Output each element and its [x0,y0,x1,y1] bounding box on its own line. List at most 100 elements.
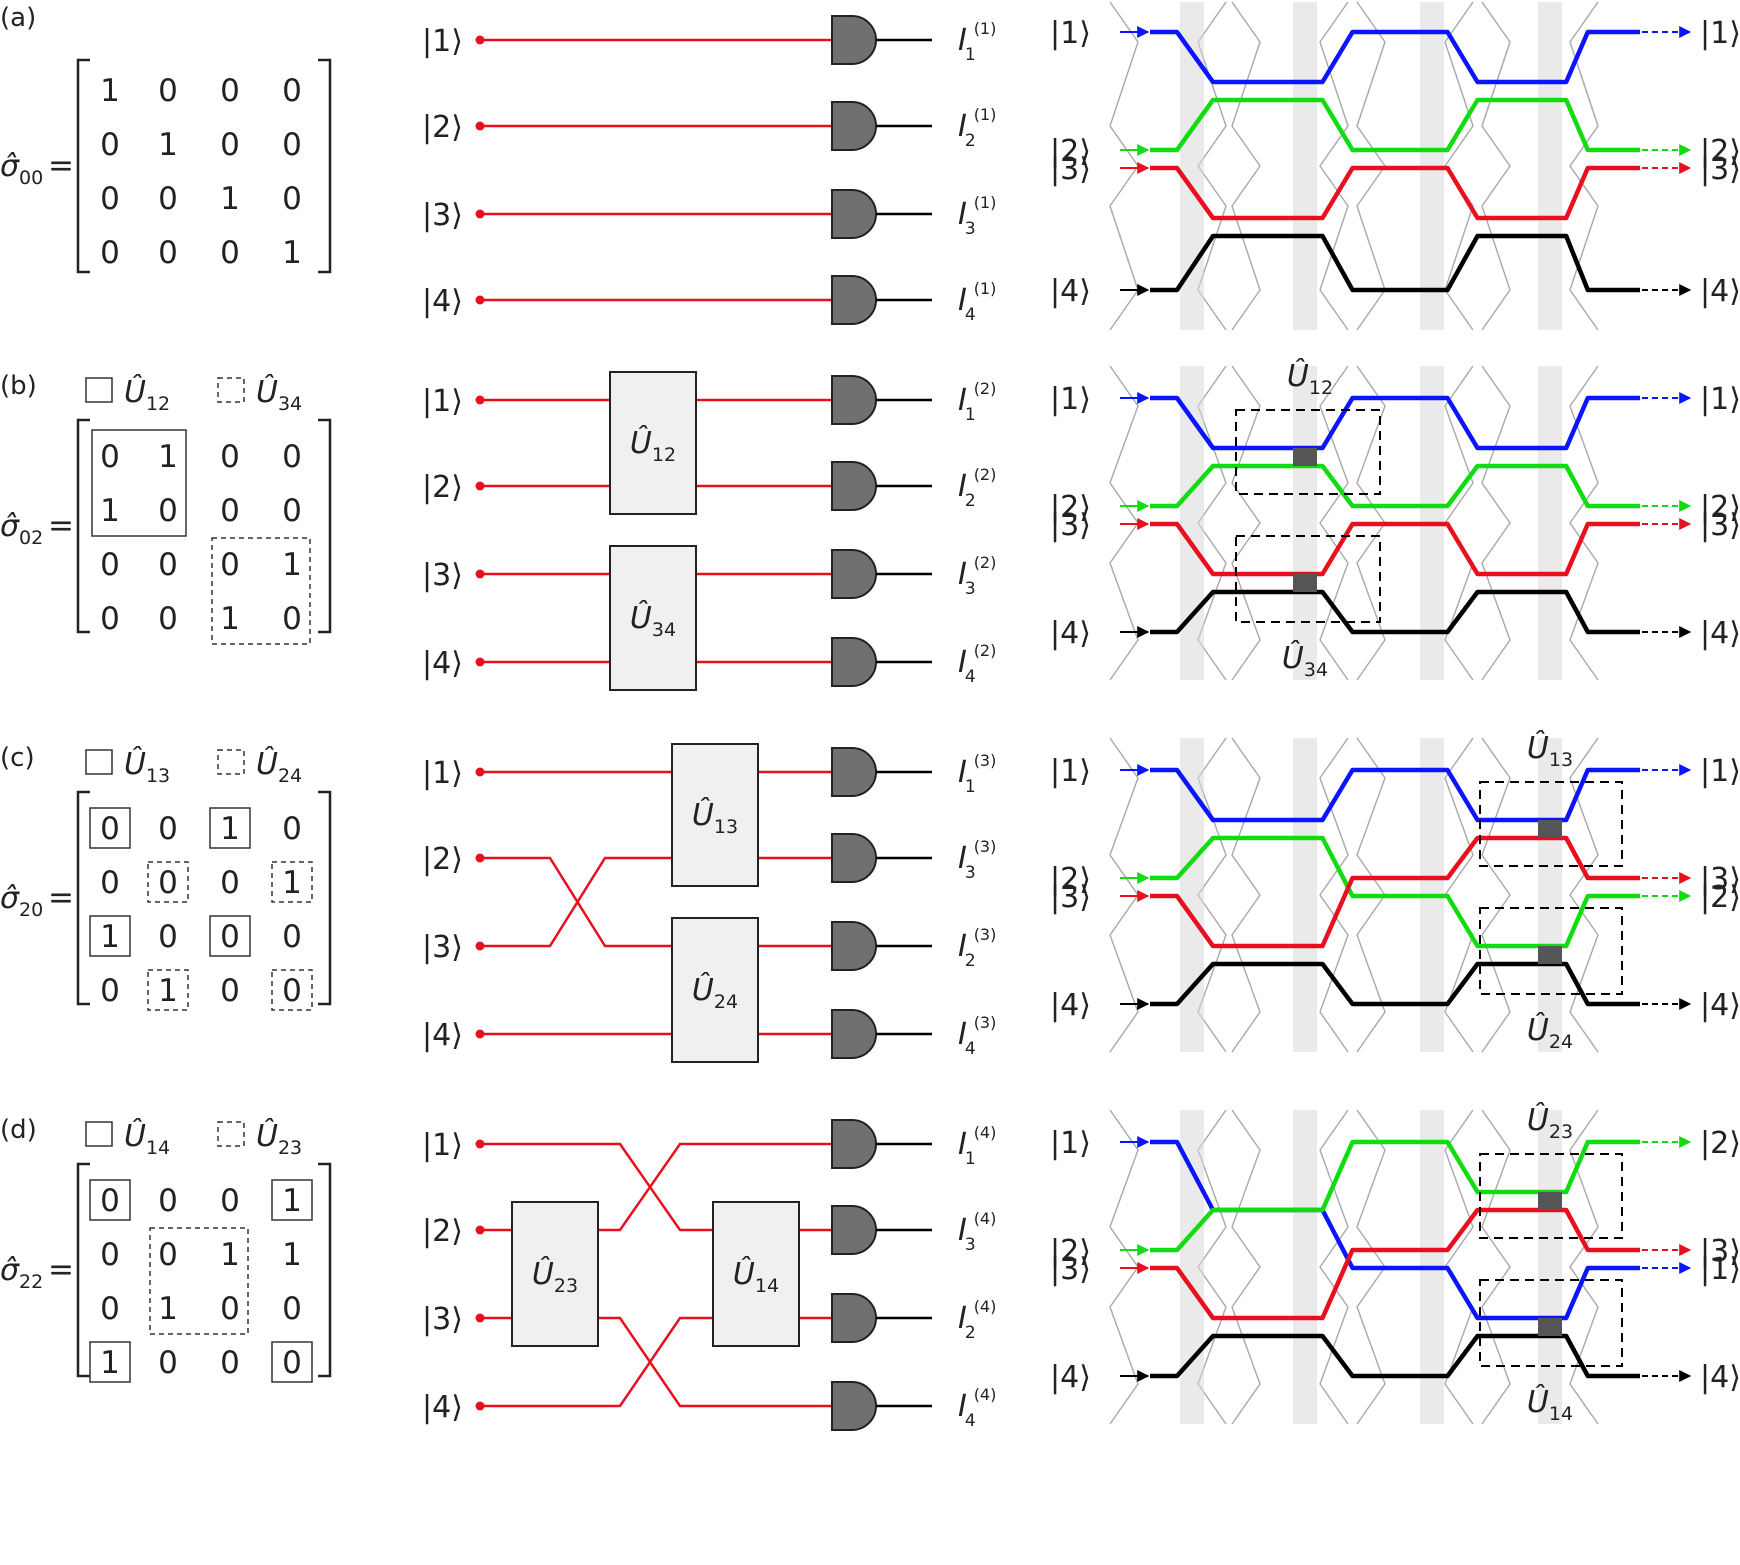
intensity-label: I2(3) [958,925,996,971]
matrix-entry: 0 [158,493,178,529]
operator-label-text: σ̂00 [0,149,43,189]
chip-output-ket: |1⟩ [1700,382,1740,417]
chip-input-ket: |1⟩ [1050,382,1091,417]
matrix-entry: 0 [282,1291,302,1327]
dashed-cell-box [147,861,189,903]
matrix-entry: 0 [220,1345,240,1381]
matrix-entry: 0 [158,235,178,271]
matrix-entry: 0 [220,919,240,955]
matrix-entry: 0 [282,811,302,847]
matrix-entry: 0 [158,811,178,847]
circuit-input-ket: |2⟩ [422,470,463,505]
unitary-box-label: Û34 [630,599,676,641]
waveguide-outline [1319,1109,1349,1425]
matrix-entry: 0 [158,1183,178,1219]
solid-cell-box [209,915,251,957]
chip-output-ket: |4⟩ [1700,616,1740,651]
chip-box-label: Û34 [1282,639,1328,681]
active-coupler [1293,574,1317,592]
detector-icon [831,375,877,425]
detector-icon [831,101,877,151]
chip-unitary-box [1479,907,1623,995]
matrix-entry: 1 [158,439,178,475]
solid-cell-box [271,1341,313,1383]
legend-dashed-label: Û23 [256,1117,302,1159]
matrix-entry: 1 [158,1291,178,1327]
intensity-label: I4(2) [958,641,996,687]
matrix-entry: 0 [158,1345,178,1381]
intensity-label: I3(2) [958,553,996,599]
matrix-entry: 1 [220,181,240,217]
chip-box-label: Û13 [1527,729,1573,771]
intensity-label: I3(1) [958,193,996,239]
coupler-region [1180,738,1204,1052]
chip-input-ket: |1⟩ [1050,754,1091,789]
equals-sign: = [48,1252,74,1288]
solid-cell-box [209,807,251,849]
matrix-entry: 0 [100,601,120,637]
unitary-box [511,1201,599,1347]
detector-icon [831,921,877,971]
chip-output-ket: |3⟩ [1700,152,1740,187]
active-coupler [1538,946,1562,964]
coupler-region [1538,2,1562,330]
chip-unitary-box [1479,781,1623,867]
circuit-input-ket: |1⟩ [422,384,463,419]
intensity-label: I4(4) [958,1385,996,1431]
matrix-left-bracket [76,418,90,634]
coupler-region [1293,1110,1317,1424]
coupler-region [1180,366,1204,680]
matrix-entry: 1 [282,1183,302,1219]
solid-cell-box [271,1179,313,1221]
chip-input-ket: |2⟩ [1050,862,1091,897]
coupler-region [1538,1110,1562,1424]
matrix-right-bracket [318,790,332,1006]
detector-icon [831,15,877,65]
solid-cell-box [89,807,131,849]
legend-dashed-label-text: Û24 [256,745,302,787]
intensity-label: I1(1) [958,19,996,65]
legend-dashed-label: Û24 [256,745,302,787]
intensity-label: I1(3) [958,751,996,797]
chip-output-ket: |4⟩ [1700,988,1740,1023]
unitary-box-label-text: Û24 [692,971,738,1013]
circuit-input-ket: |4⟩ [422,284,463,319]
intensity-label: I4(1) [958,279,996,325]
circuit-input-ket: |3⟩ [422,558,463,593]
legend-dashed-square [217,1121,245,1147]
waveguide-outline [1231,1109,1261,1425]
solid-block-box [91,429,187,537]
unitary-box-label: Û13 [692,796,738,838]
mode-path-2 [1150,835,1640,949]
equals-sign: = [48,148,74,184]
legend-solid-square [85,377,113,403]
equals-sign: = [48,880,74,916]
legend-solid-square [85,1121,113,1147]
circuit-input-ket: |2⟩ [422,1214,463,1249]
intensity-label: I4(3) [958,1013,996,1059]
circuit-a: |1⟩|2⟩|3⟩|4⟩I1(1)I2(1)I3(1)I4(1) [422,15,996,325]
waveguide-outline [1481,365,1511,681]
matrix-entry: 0 [100,547,120,583]
coupler-region [1180,1110,1204,1424]
mode-path-1 [1150,767,1640,823]
matrix-left-bracket [76,1162,90,1378]
matrix-entry: 0 [220,493,240,529]
detector-icon [831,275,877,325]
mode-path-1 [1150,29,1640,85]
dashed-cell-box [271,861,313,903]
matrix-entry: 1 [220,601,240,637]
matrix-entry: 0 [100,1237,120,1273]
legend-solid-label-text: Û13 [124,745,170,787]
chip-box-label-text: Û14 [1527,1383,1573,1425]
unitary-box-label: Û24 [692,971,738,1013]
chip-output-ket: |2⟩ [1700,880,1740,915]
dashed-block-box [149,1227,249,1335]
matrix-entry: 0 [100,1291,120,1327]
chip-input-ket: |4⟩ [1050,1360,1091,1395]
